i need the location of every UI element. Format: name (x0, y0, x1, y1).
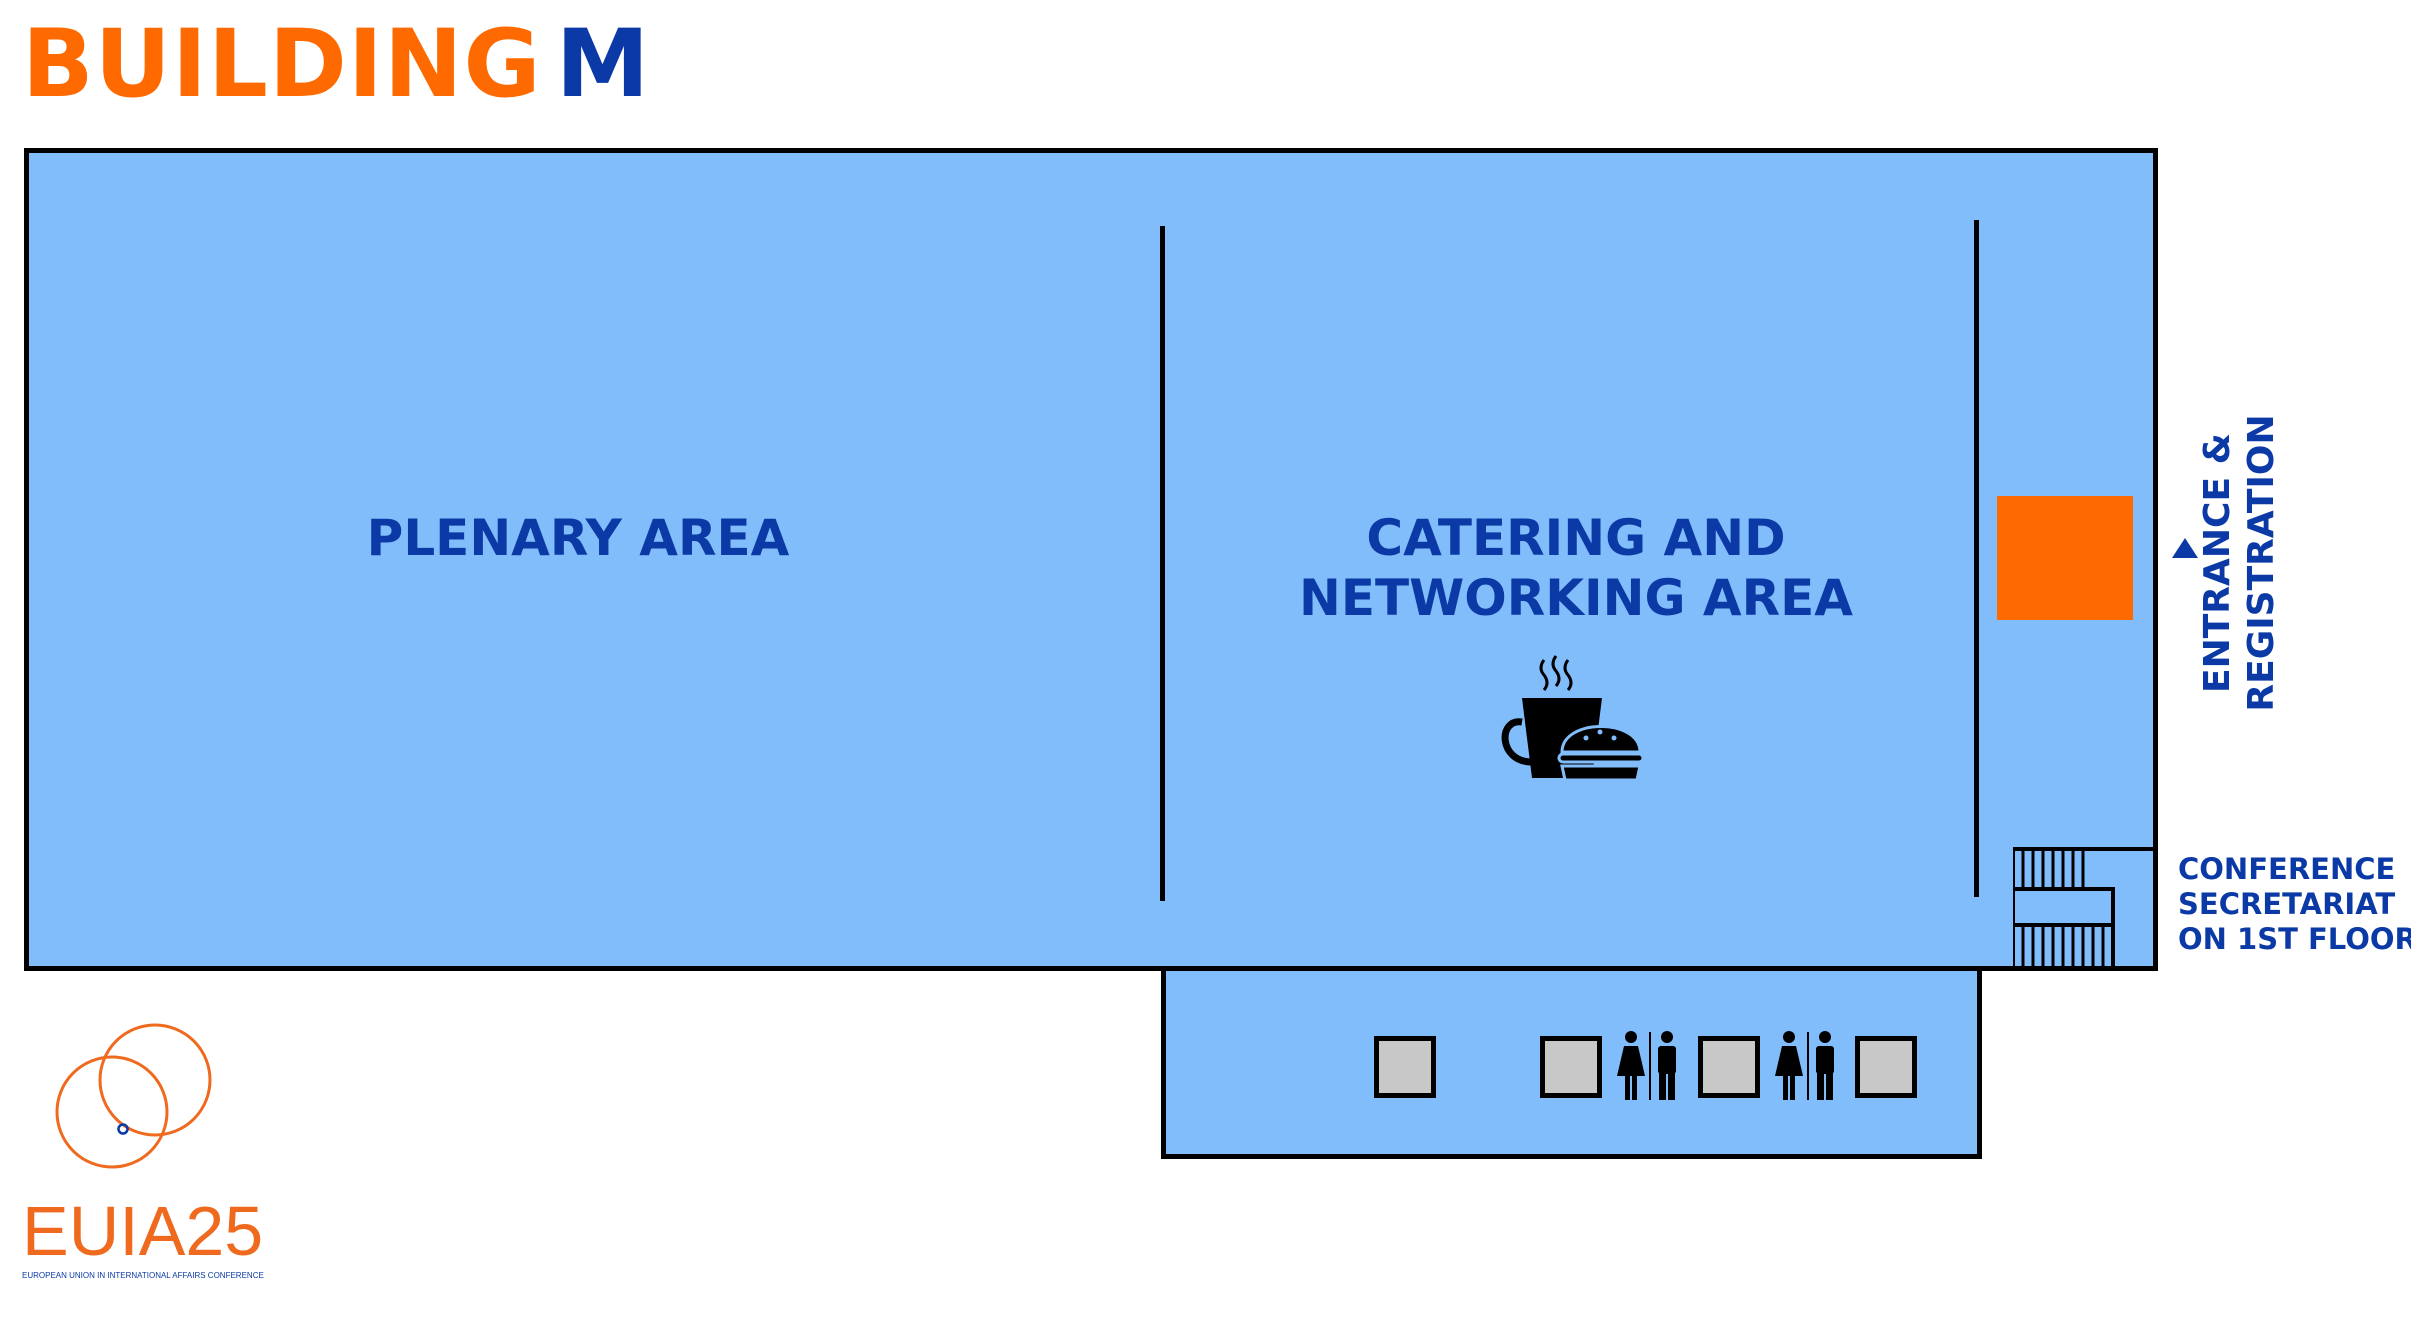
catering-area-label: CATERING AND NETWORKING AREA (1299, 508, 1853, 628)
entrance-label: ENTRANCE & REGISTRATION (2197, 414, 2282, 711)
entrance-line1: ENTRANCE & (2197, 433, 2238, 693)
steam-icon (1539, 655, 1573, 691)
restroom-icon (1775, 1031, 1834, 1100)
partition-wall-right (1974, 220, 1979, 897)
elevator (1374, 1036, 1436, 1098)
registration-desk (1997, 496, 2133, 620)
secretariat-line3: ON 1ST FLOOR (2178, 922, 2411, 956)
building-word: BUILDING (22, 10, 542, 119)
main-building-floor (24, 148, 2158, 971)
elevator (1540, 1036, 1602, 1098)
euia-circles-logo (55, 1023, 212, 1169)
secretariat-label: CONFERENCE SECRETARIAT ON 1ST FLOOR (2178, 852, 2411, 957)
catering-icon (1501, 655, 1645, 782)
logo-text: EUIA25 (22, 1192, 264, 1270)
entrance-text: ENTRANCE & REGISTRATION (2196, 414, 2284, 711)
logo-subtitle: EUROPEAN UNION IN INTERNATIONAL AFFAIRS … (22, 1271, 264, 1280)
restroom-icon (1617, 1031, 1676, 1100)
entrance-arrow-icon (2172, 538, 2198, 558)
catering-label-line2: NETWORKING AREA (1299, 569, 1853, 627)
catering-label-line1: CATERING AND (1366, 509, 1786, 567)
partition-wall-left (1160, 226, 1165, 901)
elevator (1698, 1036, 1760, 1098)
secretariat-line1: CONFERENCE (2178, 852, 2396, 886)
plenary-area-label: PLENARY AREA (366, 509, 790, 567)
elevator (1855, 1036, 1917, 1098)
building-letter: M (555, 10, 651, 119)
burger-icon (1557, 725, 1645, 782)
secretariat-line2: SECRETARIAT (2178, 887, 2396, 921)
entrance-line2: REGISTRATION (2241, 414, 2282, 712)
stairs-icon (2013, 847, 2153, 969)
